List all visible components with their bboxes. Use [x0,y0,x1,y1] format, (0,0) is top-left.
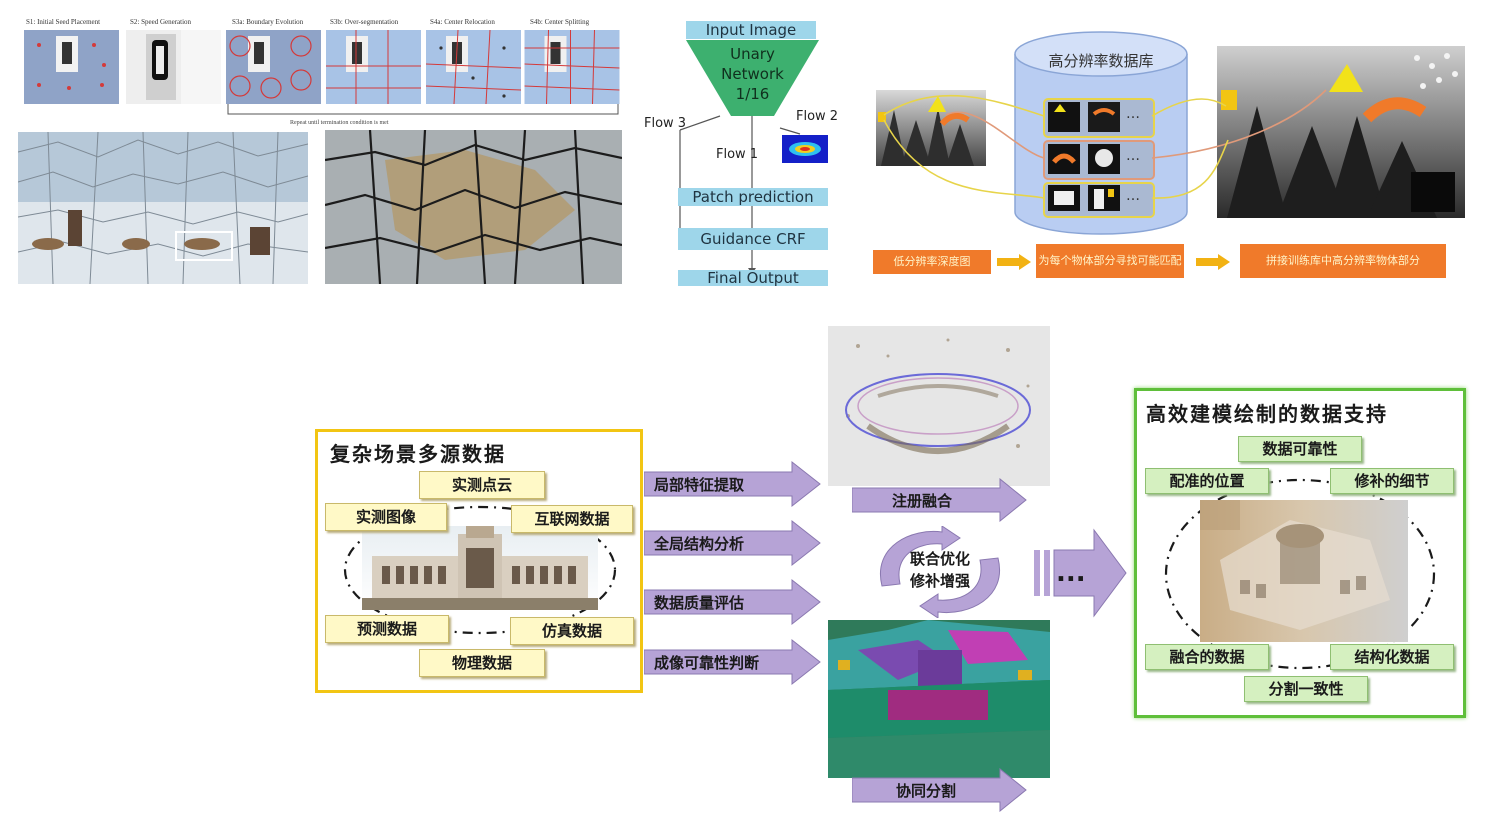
db-row-2-ellipsis: … [1126,148,1140,164]
unary-network-label: Unary Network 1/16 [686,44,819,104]
repeat-note: Repeat until termination condition is me… [290,120,389,126]
cycle-label-line2: 修补增强 [909,572,970,590]
step-title-s4b: S4b: Center Splitting [530,18,590,26]
arrow-register-fusion-label: 注册融合 [892,491,953,510]
arrow-local-features-label: 局部特征提取 [654,475,745,494]
thumb-over-segmentation [326,30,421,104]
step-stitch-parts: 拼接训练库中高分辨率物体部分 [1240,244,1446,278]
guidance-crf-box: Guidance CRF [678,228,828,250]
arrow-data-quality: 数据质量评估 [644,578,822,626]
patch-prediction-box: Patch prediction [678,188,828,206]
point-cloud-image [828,326,1050,486]
arrow-co-segmentation: 协同分割 [852,768,1028,812]
cycle-label: 联合优化 修补增强 [880,548,1000,592]
orange-arrow-1 [997,254,1031,270]
data-support-title: 高效建模绘制的数据支持 [1146,402,1388,426]
arrow-local-features: 局部特征提取 [644,460,822,508]
output-seg-consistency: 分割一致性 [1244,676,1368,702]
source-predicted-data: 预测数据 [325,615,449,643]
db-row-2-thumbs [1048,144,1120,174]
source-simulation-data: 仿真数据 [510,617,634,645]
orange-arrow-2 [1196,254,1230,270]
arrow-imaging-reliability: 成像可靠性判断 [644,638,822,686]
source-measured-image: 实测图像 [325,503,447,531]
optimization-cycle-icon [879,526,1001,618]
rendered-building-image [1200,500,1408,642]
arrow-imaging-reliability-label: 成像可靠性判断 [654,653,760,672]
repeat-loop-bracket [227,104,619,115]
arrow-global-structure-label: 全局结构分析 [654,534,745,553]
flow3-label: Flow 3 [644,116,687,131]
unary-network-line3: 1/16 [735,85,770,103]
superpixel-photo-zoom [325,130,622,284]
db-row-1-thumbs [1048,102,1120,132]
thumb-center-relocation [426,30,521,104]
multi-source-title: 复杂场景多源数据 [330,442,506,466]
cycle-label-line1: 联合优化 [909,550,970,568]
db-row-1-ellipsis: … [1126,106,1140,122]
superpixel-photo-left [18,132,308,284]
step-title-s2: S2: Speed Generation [130,18,192,26]
input-image-box: Input Image [686,21,816,39]
station-building-photo [362,526,598,610]
output-fused-data: 融合的数据 [1145,644,1269,670]
step-title-s4a: S4a: Center Relocation [430,18,495,26]
output-registration: 配准的位置 [1145,468,1269,494]
flow1-label: Flow 1 [716,147,759,162]
matching-curves [883,89,1327,199]
output-repaired-detail: 修补的细节 [1330,468,1454,494]
big-output-arrow-text: ... [1056,558,1086,588]
output-reliability: 数据可靠性 [1238,436,1362,462]
unary-network-line1: Unary [730,45,775,63]
source-physical-data: 物理数据 [419,649,545,677]
unary-network-line2: Network [721,65,784,83]
arrow-co-segmentation-label: 协同分割 [896,781,957,800]
output-structured-data: 结构化数据 [1330,644,1454,670]
db-row-3-ellipsis: … [1126,188,1140,204]
step-title-s3a: S3a: Boundary Evolution [232,18,304,26]
thumb-seed-placement [24,30,119,104]
thumb-center-splitting [524,30,620,104]
segmentation-image [828,620,1050,778]
step-low-res-depth: 低分辨率深度图 [873,250,991,274]
flow2-label: Flow 2 [796,109,839,124]
flow2-heatmap-icon [782,135,828,163]
step-find-matches: 为每个物体部分寻找可能匹配 [1036,244,1184,278]
step-title-s3b: S3b: Over-segmentation [330,18,399,26]
source-point-cloud: 实测点云 [419,471,545,499]
db-row-3-thumbs [1048,185,1120,211]
arrow-data-quality-label: 数据质量评估 [654,593,745,612]
step-title-s1: S1: Initial Seed Placement [26,18,101,26]
thumb-speed-generation [126,30,221,104]
database-title: 高分辨率数据库 [1048,52,1154,70]
data-support-dashed-ring [1164,478,1436,670]
unary-network-funnel [686,40,819,116]
big-output-arrow: ... [1032,528,1128,618]
arrow-global-structure: 全局结构分析 [644,519,822,567]
multi-source-dashed-ring [343,505,617,635]
source-internet-data: 互联网数据 [511,505,633,533]
arrow-register-fusion: 注册融合 [852,478,1028,522]
thumb-boundary-evolution [226,30,321,104]
final-output-box: Final Output [678,270,828,286]
